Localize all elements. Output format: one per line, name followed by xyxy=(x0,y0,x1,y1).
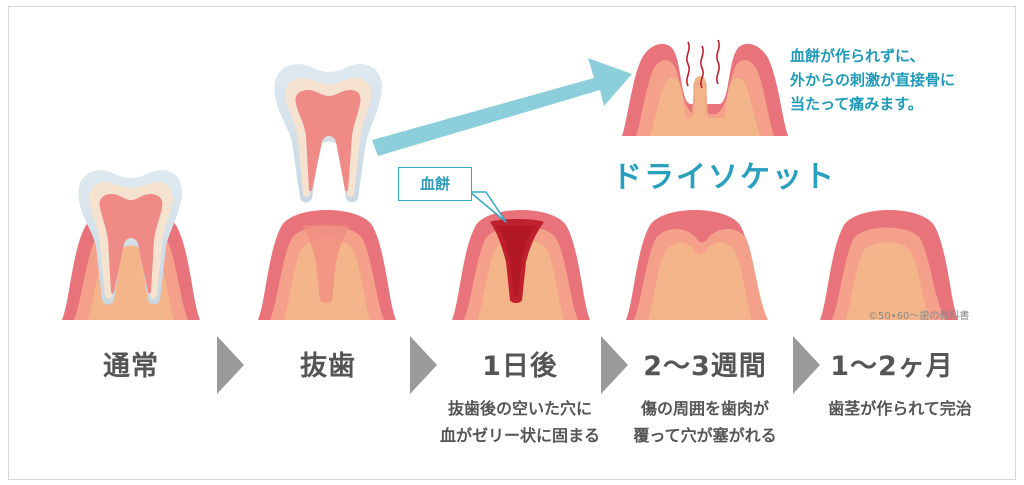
stage-desc-months-line1: 歯茎が作られて完治 xyxy=(828,399,972,418)
healed-gum-illustration xyxy=(820,210,958,320)
clot-callout-pointer xyxy=(469,191,507,223)
chevron-arrow-2 xyxy=(410,336,437,394)
normal-tooth-illustration xyxy=(62,170,200,320)
stage-desc-weeks-line2: 覆って穴が塞がれる xyxy=(633,426,777,445)
pain-squiggle-left xyxy=(686,41,690,87)
dry-socket-note-line2: 外からの刺激が直接骨に xyxy=(790,71,956,89)
stage-desc-day1: 抜歯後の空いた穴に 血がゼリー状に固まる xyxy=(420,395,620,449)
clot-callout-label: 血餅 xyxy=(398,167,472,201)
chevron-arrow-1 xyxy=(217,336,244,394)
copyright-text: ©50•60〜歯の教科書 xyxy=(868,311,970,322)
dry-socket-note-line3: 当たって痛みます。 xyxy=(790,95,923,113)
blood-clot-illustration xyxy=(452,210,590,320)
stage-label-weeks: 2〜3週間 xyxy=(643,351,767,382)
stage-desc-weeks-line1: 傷の周囲を歯肉が xyxy=(640,399,769,418)
pain-squiggle-right xyxy=(716,39,720,85)
extracted-tooth-illustration xyxy=(274,64,382,203)
dry-socket-arrow xyxy=(372,58,632,156)
dry-socket-note: 血餅が作られずに、 外からの刺激が直接骨に 当たって痛みます。 xyxy=(790,44,955,116)
extraction-socket-illustration xyxy=(258,210,396,320)
stage-label-day1: 1日後 xyxy=(482,351,558,382)
stage-desc-day1-line2: 血がゼリー状に固まる xyxy=(439,426,600,445)
dry-socket-illustration xyxy=(622,39,788,137)
chevron-arrow-3 xyxy=(601,336,628,394)
stage-desc-day1-line1: 抜歯後の空いた穴に xyxy=(447,399,592,418)
dry-socket-title: ドライソケット xyxy=(612,160,836,195)
stage-label-months: 1〜2ヶ月 xyxy=(830,351,954,382)
stage-desc-months: 歯茎が作られて完治 xyxy=(800,395,1000,422)
pain-squiggle-middle xyxy=(700,45,704,89)
chevron-arrow-4 xyxy=(793,336,820,394)
stage-label-extraction: 抜歯 xyxy=(300,351,356,382)
stage-label-normal: 通常 xyxy=(103,351,159,382)
stage-desc-weeks: 傷の周囲を歯肉が 覆って穴が塞がれる xyxy=(605,395,805,449)
dry-socket-note-line1: 血餅が作られずに、 xyxy=(790,47,925,65)
healing-gum-illustration xyxy=(626,210,768,320)
